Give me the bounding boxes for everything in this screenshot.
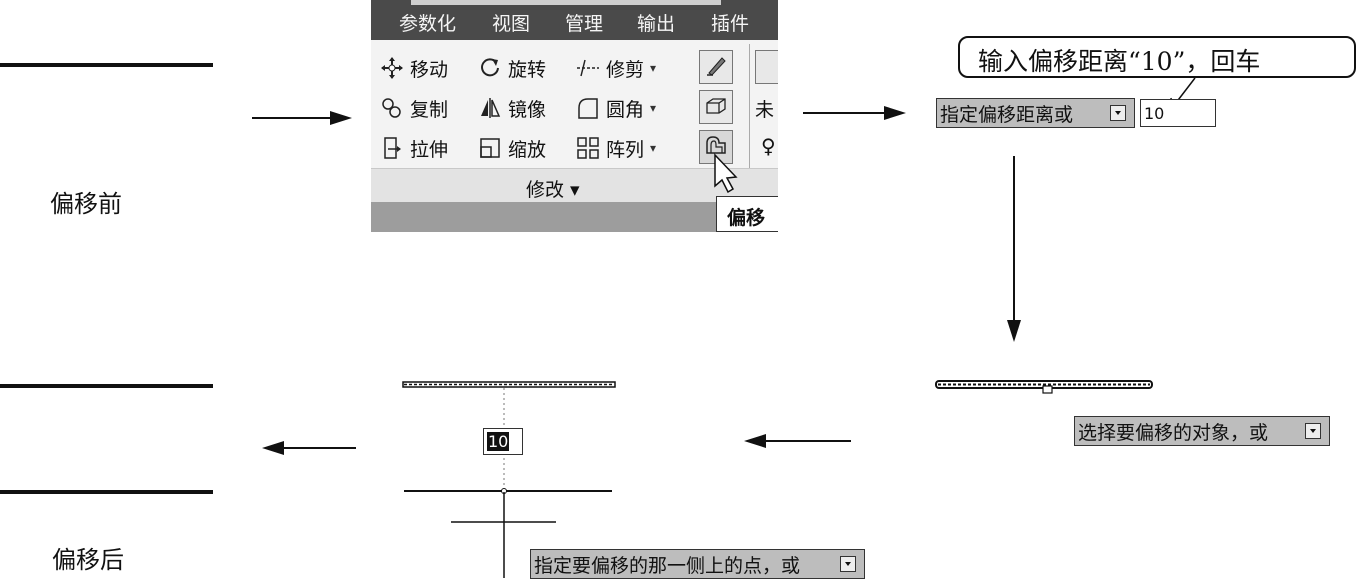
- ribbon-bottom-bar: [371, 202, 778, 232]
- rotate-icon: [477, 55, 503, 81]
- trim-label: 修剪: [606, 58, 645, 81]
- flow-arrow-2: [803, 106, 906, 120]
- distance-prompt-text: 指定偏移距离或: [940, 103, 1074, 126]
- copy-label: 复制: [410, 98, 449, 121]
- select-object-prompt-text: 选择要偏移的对象，或: [1078, 421, 1269, 444]
- copy-icon: [379, 95, 405, 121]
- trim-icon: [575, 55, 601, 81]
- preview-distance-input[interactable]: 10: [483, 428, 523, 455]
- partial-tool-button[interactable]: [755, 50, 778, 84]
- flow-arrow-4: [744, 434, 851, 448]
- scale-button[interactable]: 缩放: [477, 134, 546, 162]
- ribbon-tab-bar: 参数化 视图 管理 输出 插件: [371, 0, 778, 40]
- mirror-icon: [477, 95, 503, 121]
- move-label: 移动: [410, 58, 449, 81]
- array-label: 阵列: [606, 138, 645, 161]
- move-button[interactable]: 移动: [379, 54, 448, 82]
- stretch-icon: [379, 135, 405, 161]
- chevron-down-icon[interactable]: ▾: [650, 141, 657, 155]
- panel-title-bar[interactable]: 修改 ▾: [371, 168, 778, 203]
- offset-tooltip: 偏移: [716, 196, 778, 232]
- panel-separator: [749, 44, 750, 194]
- explode-icon: [704, 93, 728, 121]
- mirror-label: 镜像: [508, 98, 547, 121]
- trim-button[interactable]: 修剪 ▾: [575, 54, 656, 82]
- offset-line: [0, 490, 213, 494]
- erase-icon: [704, 53, 728, 81]
- stretch-label: 拉伸: [410, 138, 449, 161]
- array-button[interactable]: 阵列 ▾: [575, 134, 656, 162]
- partial-tool-label: 未: [755, 99, 775, 121]
- fillet-button[interactable]: 圆角 ▾: [575, 94, 656, 122]
- scale-icon: [477, 135, 503, 161]
- selected-object-line: [935, 380, 1153, 394]
- chevron-down-icon[interactable]: ▾: [650, 101, 657, 115]
- side-point-prompt-text: 指定要偏移的那一侧上的点，或: [534, 554, 801, 577]
- cursor-icon: [714, 153, 738, 194]
- ribbon-modify-panel: 参数化 视图 管理 输出 插件 移动 旋转 修剪 ▾ 复制: [371, 0, 778, 232]
- flow-arrow-1: [252, 111, 352, 125]
- offset-icon: [703, 133, 729, 161]
- prompt-dropdown-icon[interactable]: [1110, 105, 1126, 121]
- move-icon: [379, 55, 405, 81]
- select-object-prompt: 选择要偏移的对象，或: [1074, 416, 1330, 446]
- copy-button[interactable]: 复制: [379, 94, 448, 122]
- scale-label: 缩放: [508, 138, 547, 161]
- mirror-button[interactable]: 镜像: [477, 94, 546, 122]
- fillet-label: 圆角: [606, 98, 645, 121]
- flow-arrow-5: [262, 441, 356, 455]
- preview-original-line: [402, 381, 616, 388]
- distance-prompt: 指定偏移距离或: [936, 98, 1135, 128]
- fillet-icon: [575, 95, 601, 121]
- prompt-dropdown-icon[interactable]: [840, 556, 856, 572]
- original-line-after: [0, 384, 213, 388]
- caption-before: 偏移前: [50, 190, 122, 218]
- flow-arrow-3: [1007, 156, 1021, 342]
- tab-plugins[interactable]: 插件: [711, 13, 750, 35]
- tab-manage[interactable]: 管理: [565, 13, 604, 35]
- crosshair-cursor: [451, 492, 556, 578]
- rotate-label: 旋转: [508, 58, 547, 81]
- stretch-button[interactable]: 拉伸: [379, 134, 448, 162]
- erase-button[interactable]: [699, 50, 733, 84]
- tab-parametric[interactable]: 参数化: [399, 13, 457, 35]
- original-line: [0, 63, 213, 67]
- prompt-dropdown-icon[interactable]: [1305, 423, 1321, 439]
- chevron-down-icon[interactable]: ▾: [650, 61, 657, 75]
- caption-after: 偏移后: [52, 546, 124, 574]
- preview-distance-value: 10: [487, 432, 510, 451]
- tab-output[interactable]: 输出: [637, 13, 676, 35]
- panel-title: 修改 ▾: [526, 179, 580, 201]
- distance-input[interactable]: 10: [1140, 99, 1216, 127]
- tab-view[interactable]: 视图: [492, 13, 531, 35]
- array-icon: [575, 135, 601, 161]
- rotate-button[interactable]: 旋转: [477, 54, 546, 82]
- explode-button[interactable]: [699, 90, 733, 124]
- instruction-callout: 输入偏移距离“10”，回车: [958, 36, 1356, 78]
- lightbulb-icon[interactable]: ♀: [761, 134, 776, 158]
- side-point-prompt: 指定要偏移的那一侧上的点，或: [530, 549, 865, 579]
